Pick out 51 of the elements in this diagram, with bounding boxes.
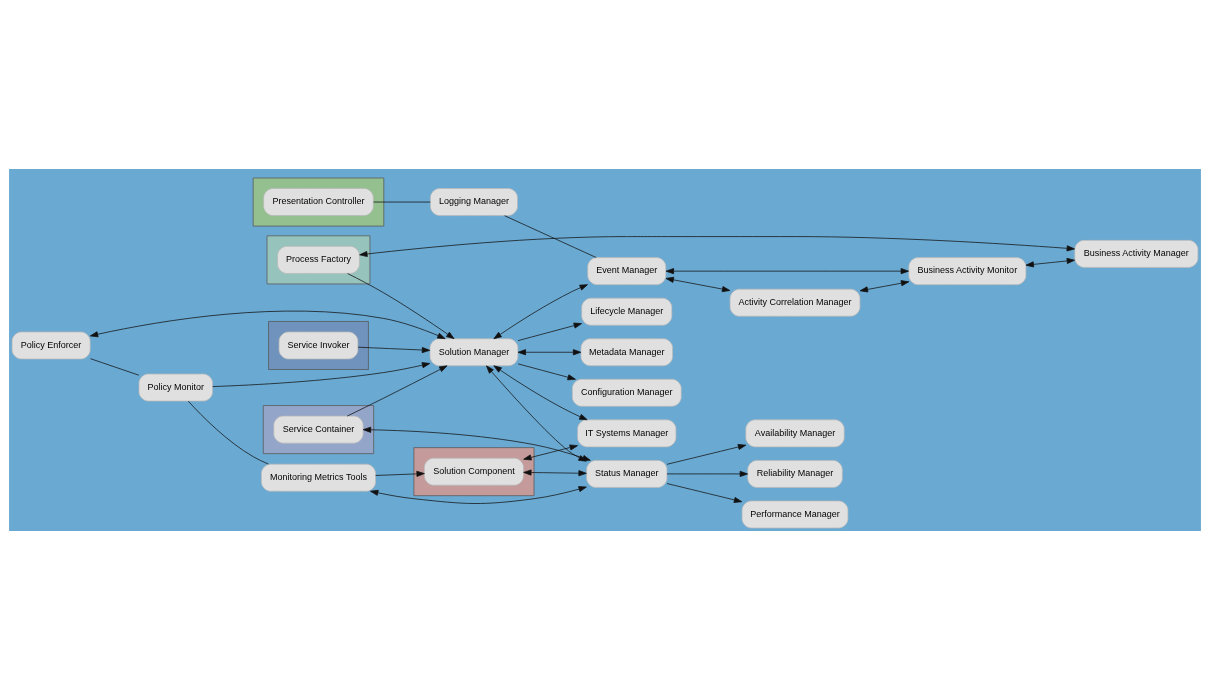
node-box: Reliability Manager <box>747 459 843 488</box>
arrow <box>517 363 576 380</box>
arrow <box>359 235 1075 257</box>
node-box: Business Activity Monitor <box>908 256 1027 285</box>
arrow <box>89 310 446 339</box>
connector <box>90 357 140 376</box>
arrow <box>357 346 431 353</box>
arrow <box>486 365 587 462</box>
arrow <box>666 470 748 477</box>
node-box: Monitoring Metrics Tools <box>261 463 376 492</box>
arrow <box>666 482 743 503</box>
node-box: Policy Monitor <box>138 373 213 401</box>
arrow <box>347 272 455 339</box>
node-box: Configuration Manager <box>571 378 682 407</box>
node-box: Service Invoker <box>278 331 359 359</box>
node-box: Event Manager <box>587 256 667 285</box>
arrow <box>665 276 731 292</box>
connector <box>187 400 269 464</box>
node-box: Solution Manager <box>429 337 519 366</box>
arrow <box>666 443 747 465</box>
node-box: Presentation Controller <box>263 187 374 216</box>
arrow <box>523 444 578 460</box>
connector <box>373 201 431 202</box>
arrow <box>493 364 588 420</box>
arrow <box>375 470 425 477</box>
arrow <box>1025 257 1075 267</box>
node-box: IT Systems Manager <box>577 418 677 447</box>
node-box: Process Factory <box>277 245 360 274</box>
arrow <box>665 267 909 274</box>
node-box: Availability Manager <box>745 418 845 447</box>
cluster <box>252 177 385 226</box>
node-box: Business Activity Manager <box>1074 239 1199 268</box>
node-box: Lifecycle Manager <box>581 297 673 326</box>
arrow <box>370 485 587 504</box>
node-box: Solution Component <box>424 457 524 486</box>
node-box: Logging Manager <box>430 187 518 216</box>
node-box: Status Manager <box>586 459 668 488</box>
node-box: Service Container <box>273 415 364 443</box>
arrow <box>517 322 582 341</box>
node-box: Metadata Manager <box>580 337 673 366</box>
arrow <box>493 283 588 339</box>
node-box: Policy Enforcer <box>11 331 91 359</box>
arrow <box>523 469 587 476</box>
arrow <box>859 279 910 292</box>
node-box: Performance Manager <box>741 500 849 528</box>
arrow <box>517 348 582 355</box>
cluster <box>268 320 369 370</box>
arrow <box>212 361 431 387</box>
arrow <box>346 364 448 416</box>
connector <box>504 214 597 258</box>
node-box: Activity Correlation Manager <box>729 288 861 317</box>
